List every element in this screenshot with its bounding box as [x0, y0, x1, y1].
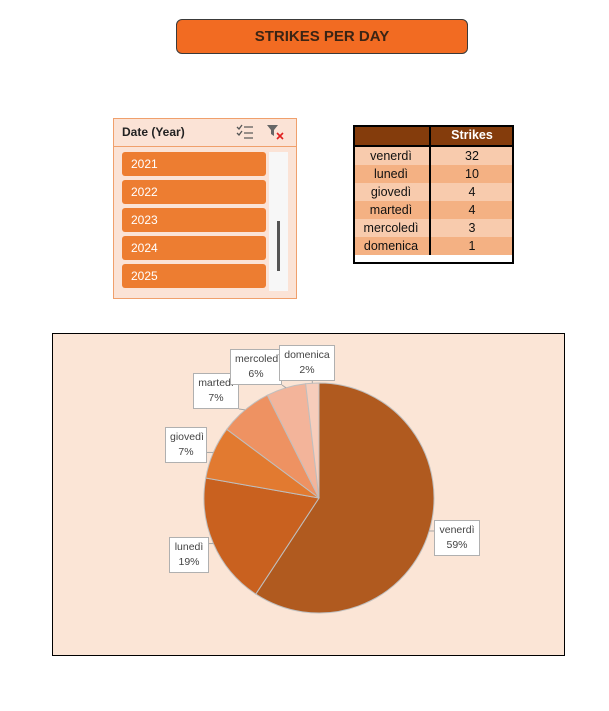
slicer-items: 2021 2022 2023 2024 2025 — [122, 152, 266, 292]
data-label-category: martedì — [198, 377, 234, 389]
pie-chart[interactable]: venerdì 59% lunedì 19% giovedì 7% martedì 7% mer… — [52, 333, 565, 656]
pivot-day-cell[interactable]: lunedì — [353, 165, 431, 183]
year-slicer[interactable]: Date (Year) 2021 2022 2023 2024 2025 — [113, 118, 297, 299]
multi-select-icon[interactable] — [236, 124, 254, 140]
pivot-day-cell[interactable]: domenica — [353, 237, 431, 255]
pivot-day-cell[interactable]: mercoledì — [353, 219, 431, 237]
leader-line-4 — [281, 384, 287, 389]
pivot-header-strikes: Strikes — [430, 125, 513, 147]
pivot-row: venerdì 32 — [353, 146, 513, 165]
pivot-header-row: Strikes — [353, 125, 513, 147]
pivot-value-cell[interactable]: 3 — [430, 219, 513, 237]
data-label-0[interactable]: venerdì 59% — [434, 520, 480, 556]
data-label-5[interactable]: domenica 2% — [279, 345, 335, 381]
pivot-row: lunedì 10 — [353, 165, 513, 183]
pivot-day-cell[interactable]: martedì — [353, 201, 431, 219]
pivot-row: domenica 1 — [353, 237, 513, 255]
pivot-table: Strikes venerdì 32 lunedì 10 giovedì 4 m… — [353, 125, 513, 255]
slicer-item-2021[interactable]: 2021 — [122, 152, 266, 176]
pivot-value-cell[interactable]: 4 — [430, 201, 513, 219]
pivot-row: mercoledì 3 — [353, 219, 513, 237]
data-label-percent: 2% — [299, 364, 315, 376]
pivot-value-cell[interactable]: 32 — [430, 146, 513, 165]
clear-filter-icon[interactable] — [266, 124, 284, 140]
pivot-day-cell[interactable]: giovedì — [353, 183, 431, 201]
pie-slice-0[interactable] — [255, 382, 435, 614]
data-label-percent: 7% — [208, 392, 224, 404]
data-label-category: venerdì — [439, 524, 475, 536]
data-label-2[interactable]: giovedì 7% — [165, 427, 207, 463]
slicer-title: Date (Year) — [122, 125, 185, 139]
data-label-percent: 7% — [178, 446, 194, 458]
leader-line-3 — [238, 408, 246, 411]
pivot-header-day — [353, 125, 431, 147]
data-label-percent: 59% — [446, 539, 468, 551]
slicer-header: Date (Year) — [114, 119, 296, 147]
slicer-item-2022[interactable]: 2022 — [122, 180, 266, 204]
data-label-category: lunedì — [174, 541, 204, 553]
slicer-item-2024[interactable]: 2024 — [122, 236, 266, 260]
pivot-value-cell[interactable]: 10 — [430, 165, 513, 183]
slicer-item-2023[interactable]: 2023 — [122, 208, 266, 232]
data-label-category: giovedì — [170, 431, 204, 443]
data-label-percent: 19% — [178, 556, 200, 568]
pivot-value-cell[interactable]: 1 — [430, 237, 513, 255]
page-title: STRIKES PER DAY — [254, 28, 390, 45]
data-label-4[interactable]: mercoledì 6% — [230, 349, 282, 385]
pie-slice-1[interactable] — [203, 477, 320, 595]
pivot-day-cell[interactable]: venerdì — [353, 146, 431, 165]
pie-chart-svg — [203, 381, 435, 614]
data-label-category: mercoledì — [235, 353, 282, 365]
slicer-item-2025[interactable]: 2025 — [122, 264, 266, 288]
pivot-row: martedì 4 — [353, 201, 513, 219]
data-label-1[interactable]: lunedì 19% — [169, 537, 209, 573]
data-label-category: domenica — [284, 349, 330, 361]
title-banner: STRIKES PER DAY — [176, 19, 468, 54]
pivot-row: giovedì 4 — [353, 183, 513, 201]
pivot-value-cell[interactable]: 4 — [430, 183, 513, 201]
slicer-scroll-thumb[interactable] — [277, 221, 280, 271]
slicer-scrollbar[interactable] — [269, 152, 288, 291]
data-label-percent: 6% — [248, 368, 264, 380]
